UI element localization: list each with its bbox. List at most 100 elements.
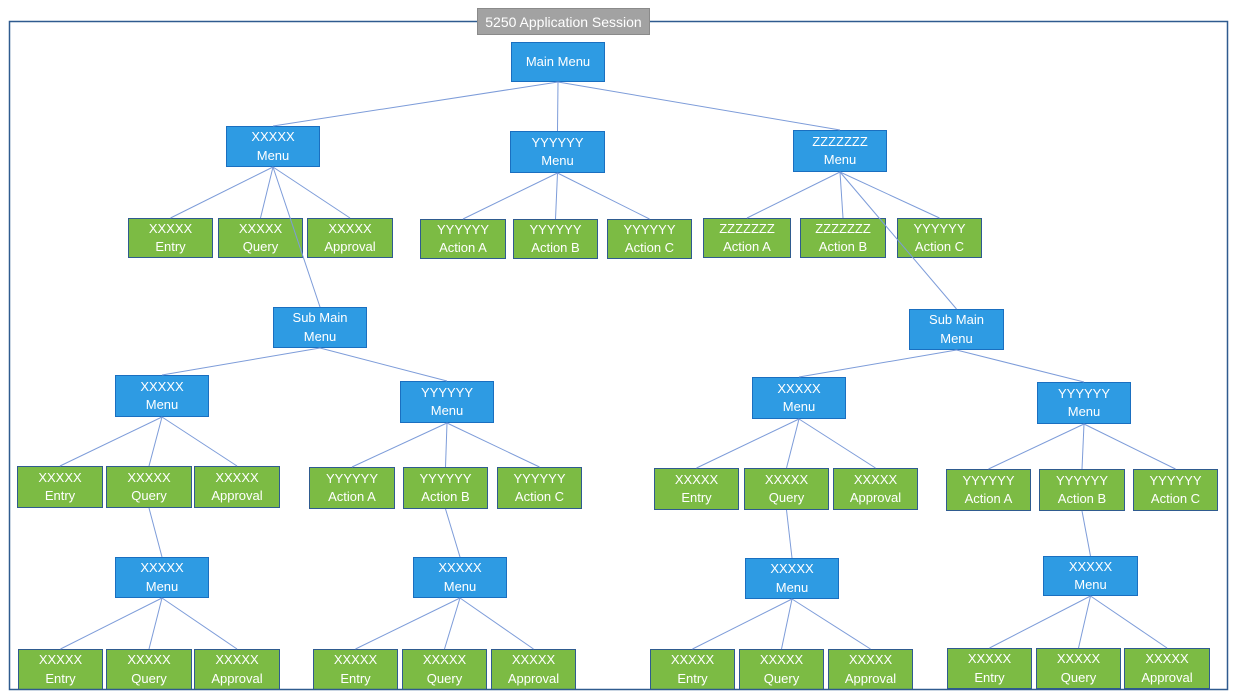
node-label: YYYYYY [1149,472,1202,488]
node-label: XXXXX [238,220,283,236]
node-label: Action C [514,489,565,504]
node-label: XXXXX [777,380,821,396]
node-label: XXXXX [1056,651,1101,667]
node-label: Action A [328,489,376,504]
node-lm2-query: XXXXX Query [402,649,487,690]
node-label: Action C [624,240,675,255]
node-rm2-entry: XXXXX Entry [947,648,1032,689]
node-label: XXXXX [140,378,184,394]
node-label: Menu [256,147,290,163]
node-label: Action A [439,240,487,255]
node-main: Main Menu [511,42,605,82]
node-label: XXXXX [38,652,83,668]
node-lx-entry: XXXXX Entry [17,466,103,508]
node-za-a: ZZZZZZZ Action A [703,218,791,258]
node-label: XXXXX [127,652,171,668]
node-rx-appr: XXXXX Approval [833,468,918,510]
node-label: Menu [443,578,477,594]
node-label: XXXXX [967,651,1012,667]
node-label: XXXXX [853,471,898,487]
node-label: XXXXX [215,652,259,668]
node-label: Query [1060,669,1097,685]
node-label: Query [426,670,463,686]
node-label: YYYYYY [1055,472,1109,488]
node-label: YYYYYY [420,384,474,400]
node-label: ZZZZZZZ [812,133,868,149]
node-lx-appr: XXXXX Approval [194,466,280,508]
node-label: Query [131,670,167,686]
node-label: Entry [677,670,708,686]
node-label: XXXXX [670,652,715,668]
node-label: Menu [430,403,464,418]
node-label: Approval [211,670,263,686]
node-label: YYYYYY [436,221,490,237]
node-ry-b: YYYYYY Action B [1039,469,1125,511]
node-label: Action A [723,239,771,254]
node-label: XXXXX [1068,558,1113,574]
node-label: Menu [541,153,574,168]
node-label: XXXXX [759,652,804,668]
diagram-title: 5250 Application Session [477,8,650,35]
node-label: ZZZZZZZ [719,220,775,236]
node-label: Main Menu [525,53,591,69]
node-label: Menu [823,152,857,167]
node-label: YYYYYY [513,470,566,486]
node-label: XXXXX [38,469,82,485]
node-label: Entry [44,488,76,503]
node-label: YYYYYY [623,221,676,237]
node-label: Action A [964,491,1013,506]
node-rx-entry: XXXXX Entry [654,468,739,510]
node-label: Action B [421,489,470,504]
node-label: Menu [303,328,337,344]
node-label: XXXXX [674,471,719,487]
node-label: YYYYYY [529,221,582,237]
node-rm2-query: XXXXX Query [1036,648,1121,689]
node-label: XXXXX [438,560,482,576]
node-label: Query [768,490,805,505]
node-label: ZZZZZZZ [815,220,871,236]
node-label: XXXXX [215,469,259,485]
node-label: Approval [324,239,376,254]
node-ry-a: YYYYYY Action A [946,469,1031,511]
node-label: Approval [1141,669,1193,685]
node-label: YYYYYY [913,220,966,236]
node-label: XXXXX [848,652,893,668]
node-label: XXXXX [148,220,193,236]
node-label: Menu [1067,404,1101,419]
node-rm1-entry: XXXXX Entry [650,649,735,690]
node-lm2: XXXXX Menu [413,557,507,598]
node-label: XXXXX [127,469,171,485]
node-label: XXXXX [422,652,467,668]
node-label: Entry [681,490,712,505]
node-label: XXXXX [1145,651,1189,667]
node-label: XXXXX [140,560,184,576]
node-label: XXXXX [333,652,378,668]
node-label: YYYYYY [962,472,1015,488]
node-label: Query [763,670,800,686]
node-label: Approval [849,490,902,505]
node-label: Entry [974,669,1005,685]
node-label: Action B [1057,491,1107,506]
node-label: Approval [211,488,263,503]
